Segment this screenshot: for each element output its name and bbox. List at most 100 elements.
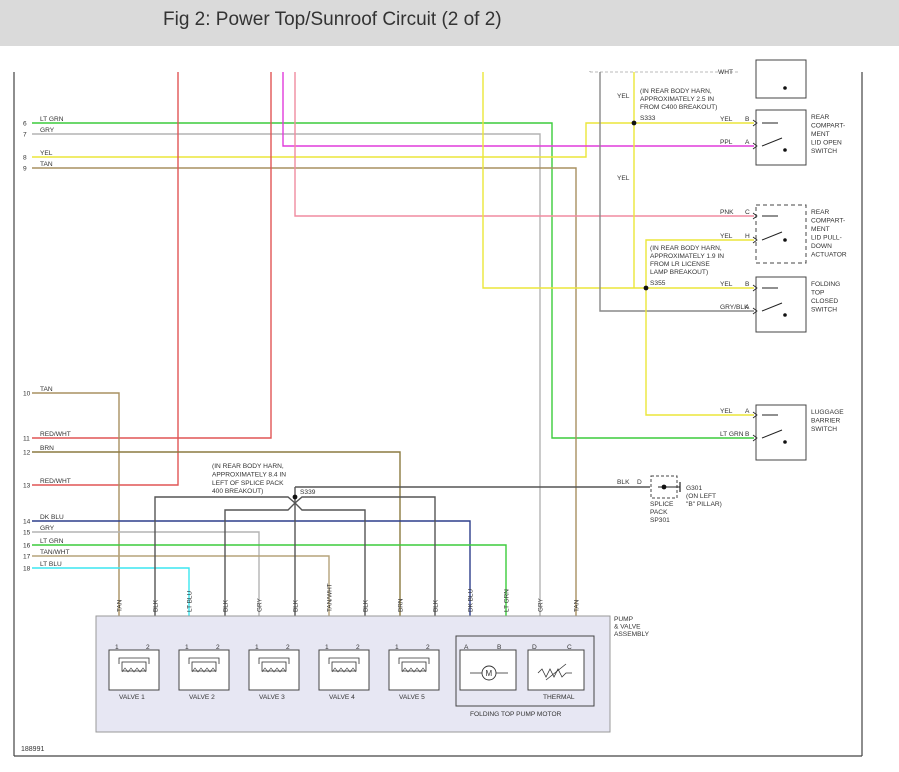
valve-winding <box>401 667 427 673</box>
wire-pnk <box>294 72 754 217</box>
page-title: Fig 2: Power Top/Sunroof Circuit (2 of 2… <box>163 9 502 30</box>
splice-s339-label: S339 <box>300 489 316 496</box>
pin-wire-label: LT BLU <box>40 561 62 568</box>
valve-pin-label: 2 <box>356 644 360 651</box>
pin-number: 8 <box>23 155 27 162</box>
switch-lever <box>761 137 783 147</box>
pin-number: 10 <box>23 391 31 398</box>
pin-chevron <box>752 411 758 419</box>
switch-wire-label: PNK <box>720 209 734 216</box>
wire-blk-valve2 <box>224 502 296 620</box>
pin-number: 9 <box>23 166 27 173</box>
assembly-wire-label: BLK <box>433 599 440 612</box>
pump-motor-label: FOLDING TOP PUMP MOTOR <box>470 711 562 718</box>
assembly-wire-label: BRN <box>398 598 405 612</box>
switch-wire-label: PPL <box>720 139 733 146</box>
valve-label: VALVE 5 <box>399 694 425 701</box>
assembly-wire-label: LT GRN <box>504 589 511 612</box>
vertical-wire-label: YEL <box>617 93 630 100</box>
splice-s339-dot <box>292 494 298 500</box>
valve-pin-label: 1 <box>115 644 119 651</box>
switch-name-label: REAR <box>811 209 830 216</box>
switch-box <box>755 404 807 461</box>
switch-name-label: LID OPEN <box>811 140 842 147</box>
switch-name-label: FOLDING <box>811 281 840 288</box>
splice-s339-note: 400 BREAKOUT) <box>212 488 263 495</box>
valve-box <box>248 649 300 691</box>
pin-chevron <box>752 142 758 150</box>
thermal-label: THERMAL <box>543 694 575 701</box>
assembly-wire-label: TAN <box>117 599 124 612</box>
valve-coil <box>401 661 427 672</box>
wire-ppl <box>282 72 754 147</box>
switch-name-label: COMPART- <box>811 218 845 225</box>
switch-pin-label: B <box>745 116 750 123</box>
switch-name-label: MENT <box>811 131 830 138</box>
valve-label: VALVE 2 <box>189 694 215 701</box>
switch-lever <box>761 302 783 312</box>
ground-note: (ON LEFT <box>686 493 716 500</box>
switch-name-label: REAR <box>811 114 830 121</box>
wire-blk-valve4 <box>294 502 366 620</box>
valve-box <box>108 649 160 691</box>
valve-winding <box>261 667 287 673</box>
switch-wire-label: YEL <box>720 408 733 415</box>
valve-box <box>388 649 440 691</box>
pin-chevron <box>752 284 758 292</box>
vertical-wire-label: YEL <box>617 175 630 182</box>
wire-dk-blu-pin14 <box>32 520 471 620</box>
splice-s339-note: APPROXIMATELY 8.4 IN <box>212 471 286 478</box>
ground-name: G301 <box>686 485 702 492</box>
valve-coil <box>121 661 147 672</box>
wire-gry-pin15 <box>32 531 260 620</box>
pin-chevron <box>752 119 758 127</box>
valve-pin-label: 1 <box>185 644 189 651</box>
thermal-resistor <box>537 668 572 678</box>
wire-yel-top-closed <box>482 72 754 289</box>
pin-number: 17 <box>23 554 31 561</box>
wire-tan-wht-pin17 <box>32 555 330 620</box>
splice-s355-dot <box>643 285 649 291</box>
pin-number: 11 <box>23 436 30 443</box>
wire-red-wht-pin11 <box>32 72 272 439</box>
switch-box <box>755 109 807 166</box>
pin-number: 7 <box>23 132 27 139</box>
splice-s339-note: (IN REAR BODY HARN, <box>212 463 284 470</box>
pin-wire-label: LT GRN <box>40 116 64 123</box>
assembly-wire-label: GRY <box>538 598 545 612</box>
splice-pack-label: SP301 <box>650 517 670 524</box>
switch-contact <box>783 86 787 90</box>
switch-contact <box>783 313 787 317</box>
valve-coil-frame <box>398 657 430 664</box>
motor-symbol: M <box>486 669 493 678</box>
assembly-wire-label: DK BLU <box>468 589 475 612</box>
assembly-wire-label: TAN <box>574 599 581 612</box>
valve-label: VALVE 3 <box>259 694 285 701</box>
switch-wire-label: GRY/BLK <box>720 304 749 311</box>
assembly-wire-label: BLK <box>153 599 160 612</box>
switch-name-label: TOP <box>811 290 825 297</box>
splice-s355-label: S355 <box>650 280 666 287</box>
motor-pin-label: A <box>464 644 469 651</box>
motor-pin-label: B <box>497 644 502 651</box>
splice-pack-dot <box>661 484 667 490</box>
valve-pin-label: 2 <box>426 644 430 651</box>
assembly-label: ASSEMBLY <box>614 631 650 638</box>
switch-pin-label: A <box>745 304 750 311</box>
valve-coil-frame <box>258 657 290 664</box>
wire-gry-pin7 <box>32 133 541 620</box>
switch-contact <box>783 440 787 444</box>
switch-wire-label: YEL <box>720 116 733 123</box>
valve-winding <box>191 667 217 673</box>
switch-name-label: SWITCH <box>811 307 837 314</box>
switch-box <box>755 204 807 264</box>
switch-name-label: LID PULL- <box>811 235 842 242</box>
label-layer: 6LT GRN7GRY8YEL9TAN10TAN11RED/WHT12BRN13… <box>23 69 847 718</box>
assembly-wire-label: BLK <box>293 599 300 612</box>
valve-box <box>318 649 370 691</box>
switch-name-label: ACTUATOR <box>811 252 847 259</box>
pin-wire-label: DK BLU <box>40 514 64 521</box>
switch-partial-top <box>755 59 807 99</box>
wire-layer <box>32 72 754 650</box>
switch-contact <box>783 238 787 242</box>
